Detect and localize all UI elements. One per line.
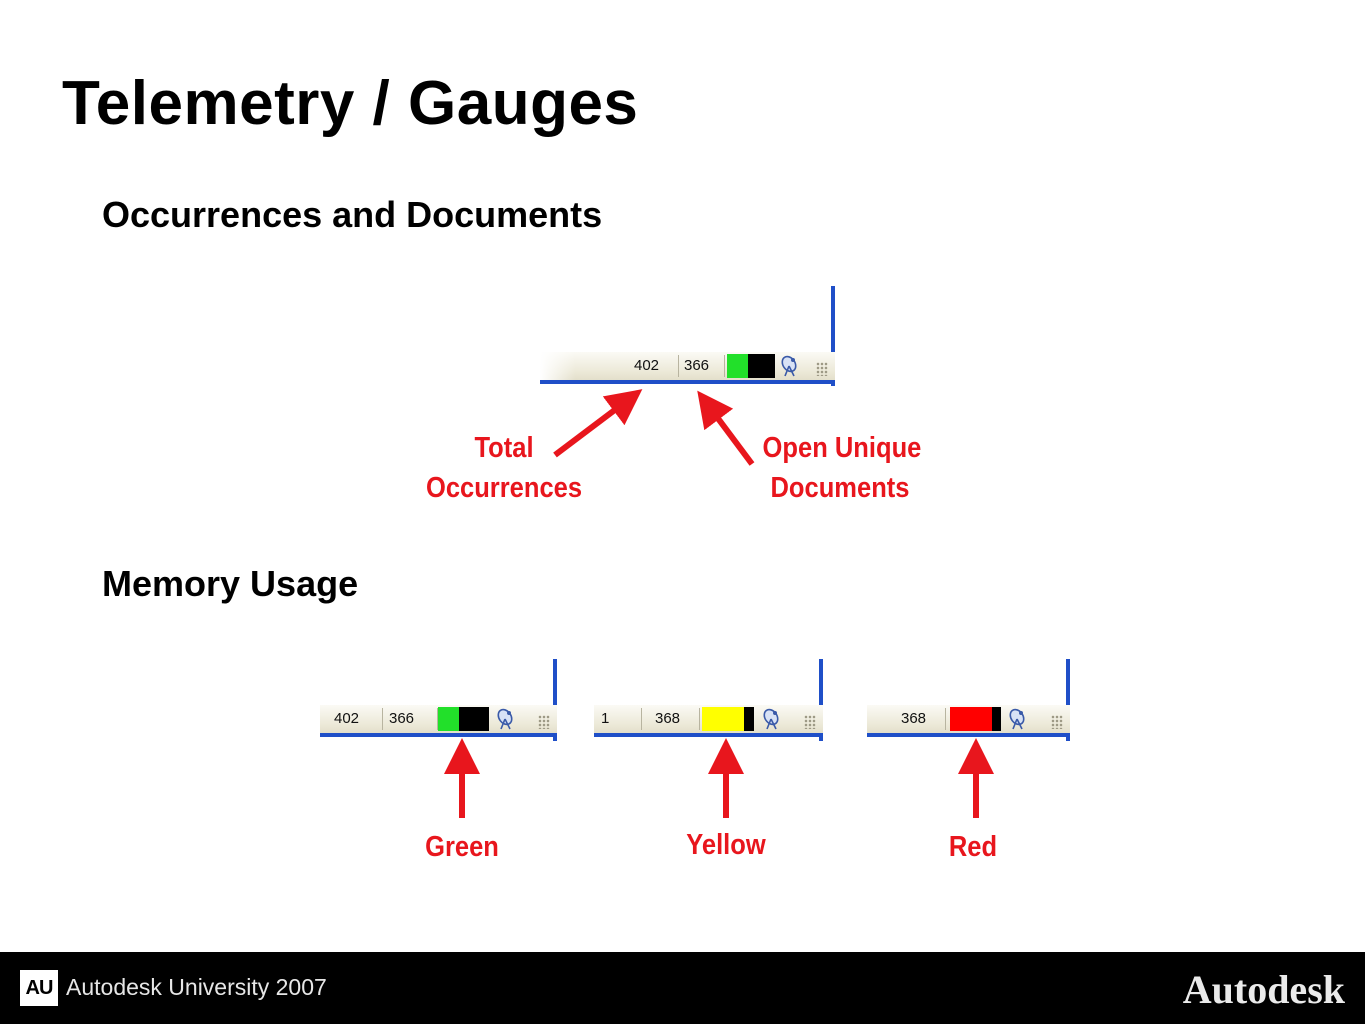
satellite-dish-icon [779,354,801,378]
autodesk-logo: Autodesk [1182,967,1345,1012]
statusbar-occurrences-documents: 402 366 [540,286,836,386]
window-edge [831,286,835,386]
callout-open-unique-documents: Open Unique Documents [762,428,922,508]
resize-grip-icon[interactable] [816,362,828,376]
pane-2: 368 [649,708,700,730]
memory-gauge-empty [459,707,489,731]
section-heading-memory: Memory Usage [102,563,359,604]
occurrences-pane: 402 [628,355,679,377]
resize-grip-icon[interactable] [538,715,550,729]
au-logo: AU [20,970,58,1006]
pane-1: 1 [596,708,642,730]
statusbar-strip: 1 368 [594,705,823,737]
resize-grip-icon[interactable] [804,715,816,729]
memory-gauge-fill [950,707,992,731]
window-edge [819,659,823,741]
resize-grip-icon[interactable] [1051,715,1063,729]
documents-pane: 366 [679,355,725,377]
statusbar-strip: 402 366 [540,352,835,384]
callout-total-occurrences: Total Occurrences [425,428,583,508]
satellite-dish-icon [495,707,517,731]
memory-gauge-fill [438,707,459,731]
footer-bar: AU Autodesk University 2007 Autodesk [0,952,1365,1024]
pane-1: 402 [324,708,383,730]
statusbar-green: 402 366 [320,659,558,741]
label-green: Green [425,831,499,863]
event-name: Autodesk University 2007 [66,974,327,1000]
callout-line-1: Open Unique [762,432,922,464]
window-edge [1066,659,1070,741]
memory-gauge-empty [748,354,775,378]
label-red: Red [948,831,998,863]
memory-gauge-empty [744,707,754,731]
arrow-open-documents [697,390,755,466]
pane-2: 366 [383,708,438,730]
memory-gauge-green [727,354,748,378]
statusbar-red: 368 [867,659,1072,741]
section-heading-occurrences: Occurrences and Documents [102,194,603,235]
memory-gauge-fill [702,707,744,731]
callout-line-1: Total [474,432,534,464]
memory-gauge-empty [992,707,1001,731]
satellite-dish-icon [1007,707,1029,731]
satellite-dish-icon [761,707,783,731]
arrow-total-occurrences [553,389,643,458]
statusbar-strip: 368 [867,705,1070,737]
pane-2: 368 [895,708,946,730]
statusbar-yellow: 1 368 [594,659,824,741]
callout-line-2: Occurrences [425,472,583,504]
statusbar-strip: 402 366 [320,705,557,737]
window-edge [553,659,557,741]
callout-line-2: Documents [770,472,910,504]
label-yellow: Yellow [686,829,766,861]
page-title: Telemetry / Gauges [62,69,639,138]
